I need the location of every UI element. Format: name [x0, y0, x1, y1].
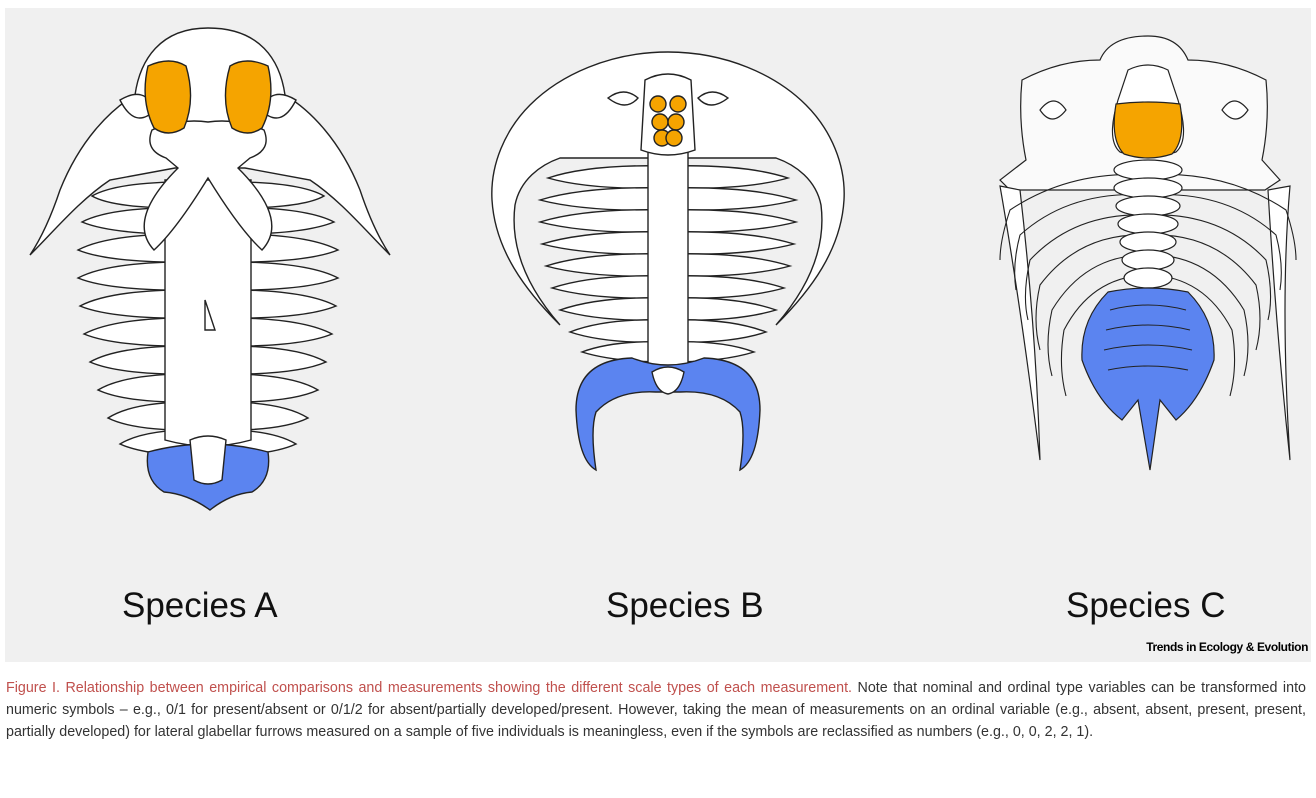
caption-title: Figure I. Relationship between empirical… [6, 680, 852, 696]
species-c-drawing [1000, 36, 1296, 470]
figure-caption: Figure I. Relationship between empirical… [6, 677, 1306, 743]
species-c-label: Species C [1066, 586, 1226, 626]
species-b-label: Species B [606, 586, 764, 626]
species-b-drawing [492, 52, 844, 470]
journal-name: Trends in Ecology & Evolution [1146, 640, 1308, 654]
trilobite-illustrations [0, 0, 1316, 670]
species-a-drawing [30, 28, 390, 510]
species-a-label: Species A [122, 586, 278, 626]
